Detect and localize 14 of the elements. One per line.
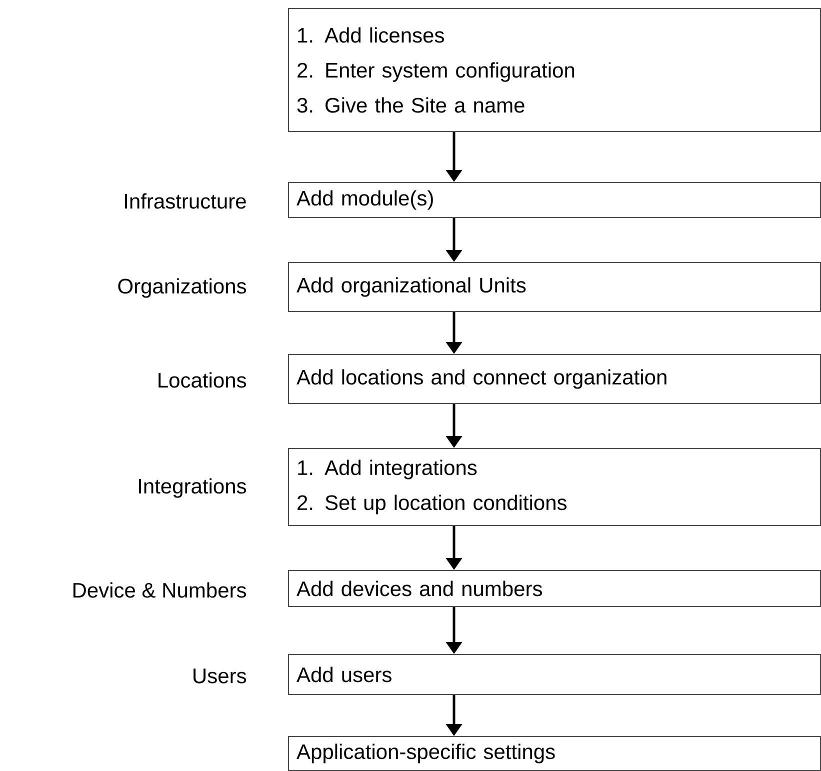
step-box: Add organizational Units [288, 262, 821, 312]
step-box: 1. Add integrations 2. Set up location conditions [288, 448, 821, 526]
step-box: Add module(s) [288, 182, 821, 218]
step-box: Application-specific settings [288, 736, 821, 771]
step-label: Organizations [118, 278, 246, 298]
step-box: Add users [288, 654, 821, 695]
step-box: 1. Add licenses 2. Enter system configuration 3. Give the Site a name [288, 8, 821, 132]
step-box: Add devices and numbers [288, 570, 821, 607]
step-label: Users [194, 668, 246, 684]
step-label: Locations [158, 372, 246, 388]
step-box: Add locations and connect organization [288, 354, 821, 404]
step-label: Device & Numbers [73, 582, 246, 598]
step-label: Integrations [139, 478, 246, 498]
step-label: Infrastructure [125, 193, 246, 209]
